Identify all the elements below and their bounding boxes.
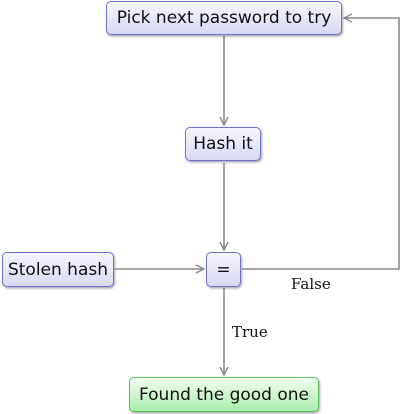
node-stolen-hash-label: Stolen hash xyxy=(7,259,109,280)
node-compare-label: = xyxy=(216,259,231,280)
node-hash-it: Hash it xyxy=(185,127,261,161)
edge-label-false: False xyxy=(291,275,331,293)
node-found-label: Found the good one xyxy=(138,384,310,405)
arrow-compare-to-pick xyxy=(242,18,400,270)
node-hash-it-label: Hash it xyxy=(193,134,253,154)
node-compare: = xyxy=(206,252,241,287)
node-found: Found the good one xyxy=(129,377,319,412)
node-pick-password-label: Pick next password to try xyxy=(116,8,332,28)
edge-label-true: True xyxy=(232,323,268,341)
node-stolen-hash: Stolen hash xyxy=(2,252,114,287)
node-pick-password: Pick next password to try xyxy=(106,1,342,35)
